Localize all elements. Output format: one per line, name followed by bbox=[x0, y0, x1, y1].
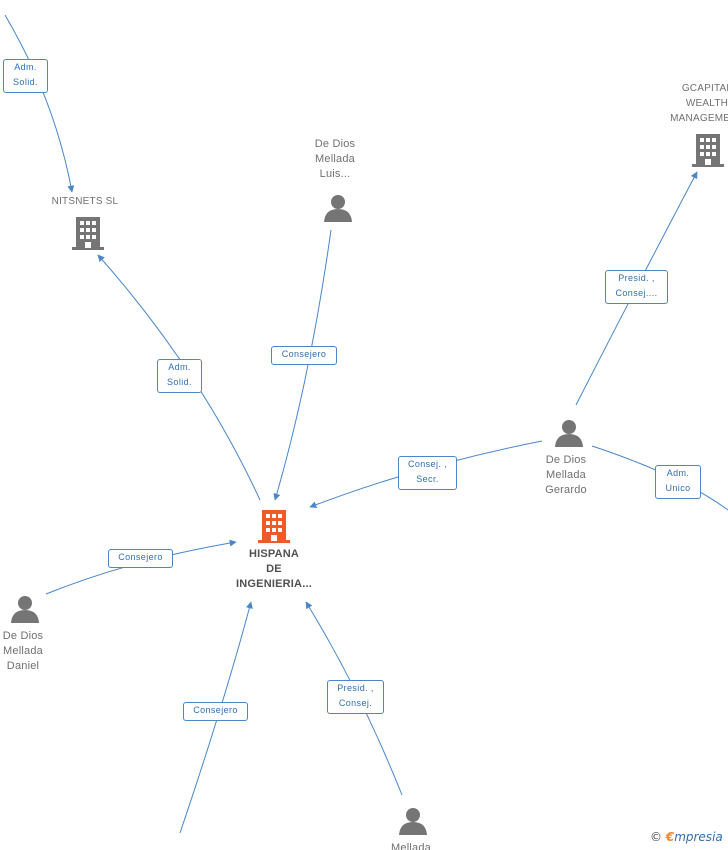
edge-label-consejero-daniel: Consejero bbox=[108, 549, 173, 568]
edge-label-consej-secr: Consej. , Secr. bbox=[398, 456, 457, 490]
center-company-icon[interactable] bbox=[258, 508, 290, 544]
edge-label-consejero-bottom: Consejero bbox=[183, 702, 248, 721]
mellada-label[interactable]: Mellada bbox=[391, 842, 431, 850]
edge-label-presid-consej-bottom: Presid. , Consej. bbox=[327, 680, 384, 714]
center-company-label[interactable]: HISPANA DE INGENIERIA... bbox=[236, 548, 312, 590]
gcapital-company-icon[interactable] bbox=[692, 132, 724, 168]
edge-label-adm-solid-nitsnets: Adm. Solid. bbox=[157, 359, 202, 393]
empresia-logo: © €mpresia bbox=[650, 830, 723, 844]
luis-label[interactable]: De Dios Mellada Luis... bbox=[314, 138, 356, 180]
gcapital-label[interactable]: GCAPITAL WEALTH MANAGEMENT bbox=[670, 83, 728, 124]
luis-person-icon[interactable] bbox=[323, 194, 353, 222]
daniel-label[interactable]: De Dios Mellada Daniel bbox=[2, 630, 44, 672]
edge-label-adm-solid-top: Adm. Solid. bbox=[3, 59, 48, 93]
nitsnets-label[interactable]: NITSNETS SL bbox=[51, 196, 119, 207]
edge-label-presid-consej-gcapital: Presid. , Consej.... bbox=[605, 270, 668, 304]
edge-label-adm-unico: Adm. Unico bbox=[655, 465, 701, 499]
edge-label-consejero-luis: Consejero bbox=[271, 346, 337, 365]
edge-top-to-nitsnets bbox=[4, 14, 75, 193]
daniel-person-icon[interactable] bbox=[10, 595, 40, 623]
mellada-person-icon[interactable] bbox=[398, 807, 428, 835]
gerardo-person-icon[interactable] bbox=[554, 419, 584, 447]
gerardo-label[interactable]: De Dios Mellada Gerardo bbox=[545, 454, 587, 496]
edge-luis-to-center bbox=[273, 229, 332, 501]
nitsnets-company-icon[interactable] bbox=[72, 215, 104, 251]
